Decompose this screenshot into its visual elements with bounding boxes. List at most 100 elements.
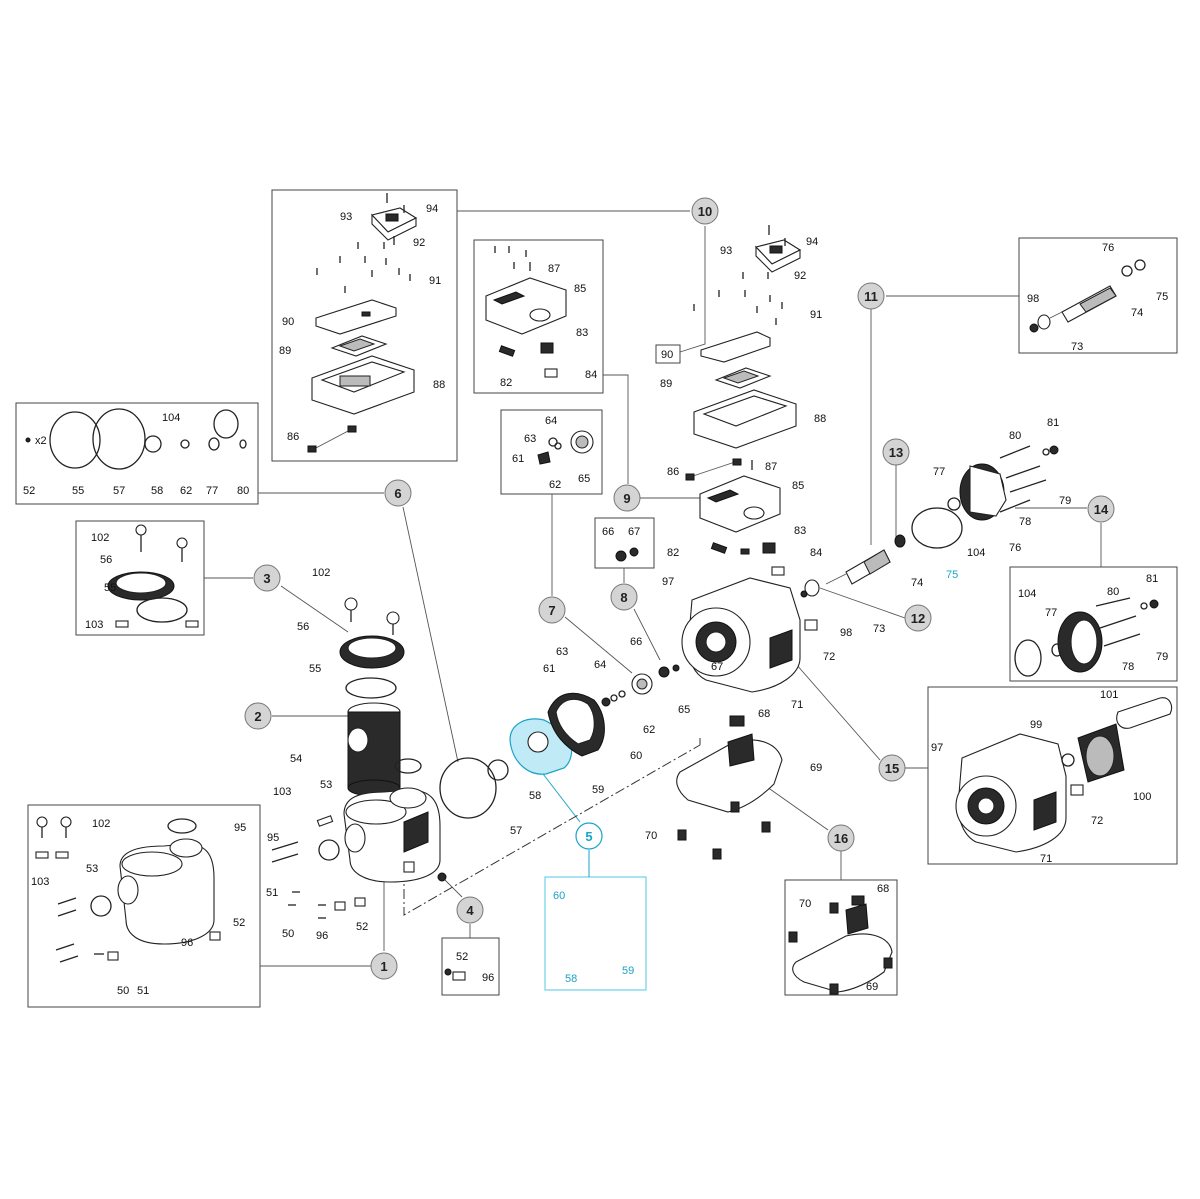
label-67-main: 67 [711,661,723,673]
label-51-main: 51 [266,887,278,899]
label-103-box1: 103 [31,876,49,888]
svg-text:14: 14 [1094,502,1109,517]
label-57-box6: 57 [113,485,125,497]
label-63-main: 63 [556,646,568,658]
group-box-9 [473,239,604,394]
seal-parts-main [601,664,680,707]
label-89-left: 89 [279,345,291,357]
label-83-box: 83 [576,327,588,339]
label-94-left: 94 [426,203,438,215]
label-65-box: 65 [578,473,590,485]
label-81-motor: 81 [1047,417,1059,429]
svg-text:2: 2 [254,709,261,724]
label-96-box1: 96 [181,937,193,949]
label-97-main: 97 [662,576,674,588]
svg-text:3: 3 [263,571,270,586]
svg-text:5: 5 [585,829,592,844]
drain-plug-assembly-4 [444,968,466,981]
box-base-88-right [693,389,797,449]
label-97-box15: 97 [931,742,943,754]
pcb-89 [330,335,388,357]
label-76-motor: 76 [1009,542,1021,554]
group-box-8 [594,517,655,569]
group-box-4 [441,937,500,996]
label-69-box16: 69 [866,981,878,993]
label-60-main: 60 [630,750,642,762]
rotor-assembly-11 [1029,259,1146,333]
label-90-right: 90 [661,349,673,361]
group-box-10-left [271,189,458,462]
label-101-box15: 101 [1100,689,1118,701]
label-88-right: 88 [814,413,826,425]
plug-72 [804,619,818,631]
impeller-60 [547,692,605,757]
rear-cover-assembly-14 [1014,597,1159,677]
svg-text:8: 8 [620,590,627,605]
label-62-box6: 62 [180,485,192,497]
leader-5-part [539,769,581,823]
leader-12 [819,587,906,619]
label-86-left: 86 [287,431,299,443]
label-59-main: 59 [592,784,604,796]
label-84-box: 84 [585,369,597,381]
label-60-box5: 60 [553,890,565,902]
label-87-right: 87 [765,461,777,473]
lid-screws-102-main [344,597,400,635]
label-95-main: 95 [267,832,279,844]
label-70-main: 70 [645,830,657,842]
label-63-box: 63 [524,433,536,445]
label-77-motor: 77 [933,466,945,478]
callout-3: 3 [253,564,281,592]
svg-text:7: 7 [548,603,555,618]
label-87-box: 87 [548,263,560,275]
callout-12: 12 [904,604,932,632]
label-62-main: 62 [643,724,655,736]
label-50-main: 50 [282,928,294,940]
label-79-box14: 79 [1156,651,1168,663]
leader-6-ring [402,506,459,763]
label-100-box15: 100 [1133,791,1151,803]
label-68-main: 68 [758,708,770,720]
leader-10-right [679,226,706,353]
label-82-right: 82 [667,547,679,559]
label-56-main: 56 [297,621,309,633]
label-70-box16: 70 [799,898,811,910]
label-58-box5: 58 [565,973,577,985]
label-66-main: 66 [630,636,642,648]
callout-13: 13 [882,438,910,466]
callout-16: 16 [827,824,855,852]
label-72-box15: 72 [1091,815,1103,827]
electronics-cover-right [754,225,802,273]
label-53-main: 53 [320,779,332,791]
label-84-right: 84 [810,547,822,559]
label-58-box6: 58 [151,485,163,497]
label-52-box6: 52 [23,485,35,497]
svg-text:1: 1 [380,959,387,974]
label-54-main: 54 [290,753,302,765]
seal-parts-group-7 [537,430,594,465]
pump-housing-53-main [343,787,441,883]
callout-9: 9 [613,484,641,512]
label-x2-box6: x2 [35,435,47,447]
cable-86 [307,425,357,453]
cable-86-right [685,458,753,481]
callout-10: 10 [691,197,719,225]
label-95-box1: 95 [234,822,246,834]
svg-text:16: 16 [834,831,848,846]
label-89-right: 89 [660,378,672,390]
label-61-box: 61 [512,453,524,465]
housing-assembly-1 [35,816,221,963]
label-92-right: 92 [794,270,806,282]
group-box-5 [544,876,647,991]
label-59-box5: 59 [622,965,634,977]
label-88-left: 88 [433,379,445,391]
leader-4-plug [444,879,463,898]
rotor-shaft-74 [800,534,906,598]
label-76-box11: 76 [1102,242,1114,254]
group-box-1 [27,804,261,1008]
electronics-cover-94-93 [370,193,418,245]
label-75-box11: 75 [1156,291,1168,303]
svg-text:12: 12 [911,611,925,626]
label-61-main: 61 [543,663,555,675]
label-78-motor: 78 [1019,516,1031,528]
